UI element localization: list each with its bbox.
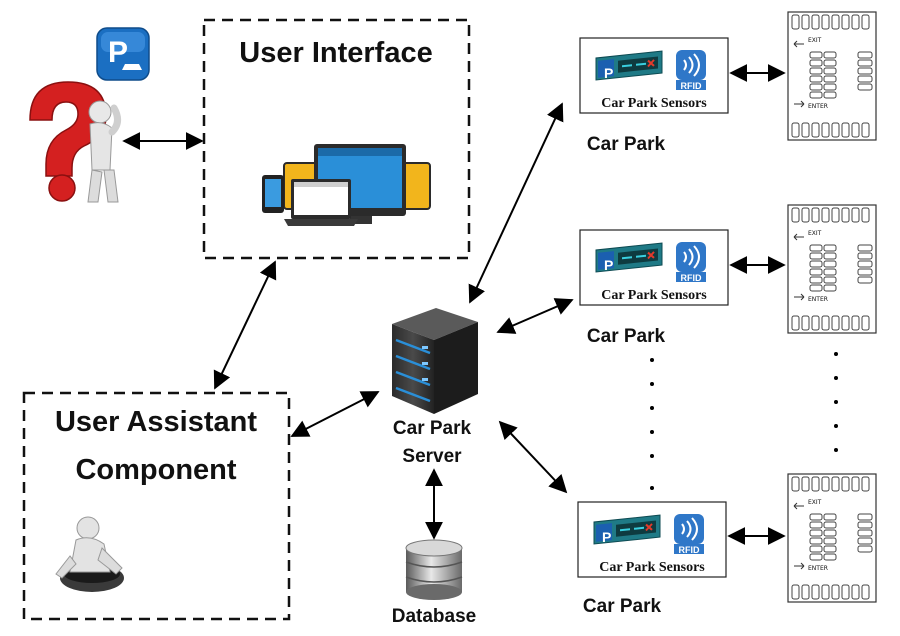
parking-lot-map-icon: EXIT ENTER (787, 204, 877, 334)
parking-badge-letter: P (108, 36, 128, 69)
sensor-panel-3: RFID P Car Park Sensors (577, 501, 727, 578)
car-park-label-1: Car Park (587, 134, 666, 155)
car-park-label-2: Car Park (587, 326, 666, 347)
ellipsis-dots-lots (834, 352, 838, 452)
sensor-p-letter: P (602, 529, 611, 545)
server-label-line1: Car Park (393, 418, 472, 439)
arrow-interface-to-assistant (213, 260, 277, 390)
arrow-assistant-to-server (290, 391, 380, 437)
assistant-figure-icon (55, 516, 124, 592)
arrow-server-to-carpark-3 (498, 420, 568, 494)
question-figure-icon (29, 81, 121, 203)
lot-exit-label: EXIT (808, 499, 822, 506)
arrow-server-to-carpark-2 (496, 298, 574, 334)
sensor-panel-1: RFID P Car Park Sensors (579, 37, 729, 114)
ellipsis-dots-panels (650, 358, 654, 490)
lot-enter-label: ENTER (808, 103, 828, 110)
arrow-server-to-carpark-1 (468, 102, 564, 304)
sensor-p-letter: P (604, 257, 613, 273)
sensor-caption: Car Park Sensors (601, 288, 707, 303)
user-interface-title: User Interface (239, 37, 432, 69)
car-park-label-3: Car Park (583, 596, 662, 617)
user-assistant-title-line2: Component (75, 454, 236, 486)
server-label-line2: Server (402, 446, 462, 467)
parking-lot-map-icon: EXIT ENTER (787, 11, 877, 141)
lot-enter-label: ENTER (808, 296, 828, 303)
rfid-label: RFID (681, 81, 702, 91)
server-icon (392, 308, 478, 414)
database-label: Database (392, 606, 477, 627)
parking-badge-icon: P (96, 27, 150, 81)
parking-lot-map-icon: EXIT ENTER (787, 473, 877, 603)
lot-exit-label: EXIT (808, 230, 822, 237)
database-icon (405, 539, 463, 600)
sensor-panel-2: RFID P Car Park Sensors (579, 229, 729, 306)
sensor-caption: Car Park Sensors (601, 96, 707, 111)
devices-icon (262, 144, 431, 226)
sensor-p-letter: P (604, 65, 613, 81)
rfid-label: RFID (681, 273, 702, 283)
rfid-label: RFID (679, 545, 700, 555)
user-assistant-box (22, 391, 291, 621)
sensor-caption: Car Park Sensors (599, 560, 705, 575)
lot-enter-label: ENTER (808, 565, 828, 572)
user-assistant-title-line1: User Assistant (55, 406, 257, 438)
lot-exit-label: EXIT (808, 37, 822, 44)
